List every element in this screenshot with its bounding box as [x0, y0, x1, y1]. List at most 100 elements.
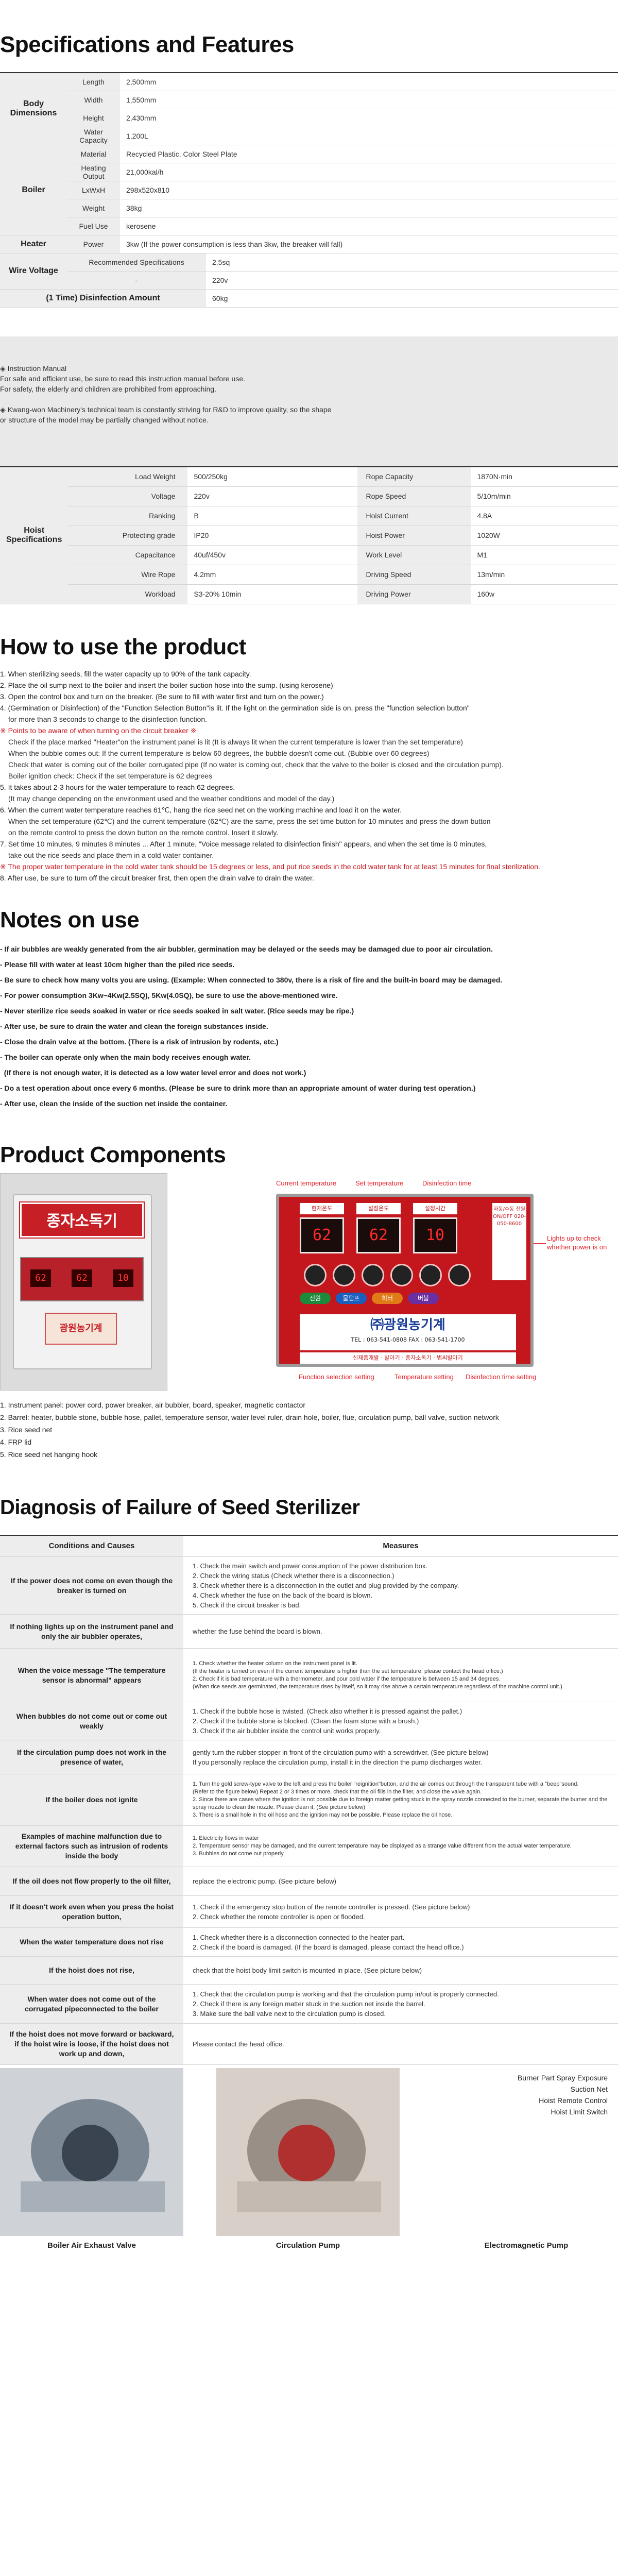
- note-item: (If there is not enough water, it is det…: [0, 1068, 306, 1077]
- component-item: 2. Barrel: heater, bubble stone, bubble …: [0, 1413, 499, 1421]
- diag-measure: Please contact the head office.: [183, 2023, 618, 2065]
- hoist-label: Voltage: [68, 486, 188, 506]
- note-item: - Be sure to check how many volts you ar…: [0, 975, 503, 984]
- spec-table: Body Dimensions Length 2,500mm Width 1,5…: [0, 72, 618, 253]
- howto-warning: Check that water is coming out of the bo…: [8, 760, 504, 769]
- boiler-label: Boiler: [0, 145, 67, 235]
- current-temp-display: 62: [300, 1217, 344, 1253]
- howto-warning: ※ The proper water temperature in the co…: [0, 862, 540, 871]
- howto-step: 3. Open the control box and turn on the …: [0, 692, 324, 701]
- spec-label: -: [67, 271, 206, 290]
- hoist-label: Ranking: [68, 506, 188, 526]
- function-button[interactable]: [304, 1263, 327, 1286]
- diag-condition: Examples of machine malfunction due to e…: [0, 1825, 183, 1867]
- diag-measure: 1. Check the main switch and power consu…: [183, 1556, 618, 1615]
- spec-label: Height: [67, 109, 120, 127]
- up-button[interactable]: [333, 1263, 355, 1286]
- display-digit: 62: [72, 1269, 92, 1287]
- spec-label: Length: [67, 73, 120, 91]
- diag-measure: replace the electronic pump. (See pictur…: [183, 1867, 618, 1896]
- diag-condition: If the hoist does not rise,: [0, 1956, 183, 1985]
- spec-value: Recycled Plastic, Color Steel Plate: [120, 145, 618, 163]
- hoist-label: Rope Capacity: [357, 467, 471, 487]
- down-button[interactable]: [390, 1263, 413, 1286]
- notes-list: - If air bubbles are weakly generated fr…: [0, 938, 618, 1111]
- notice-line: For safety, the elderly and children are…: [0, 385, 216, 393]
- panel-logo-text: ㈜광원농기계: [370, 1317, 445, 1333]
- diag-condition: If the hoist does not move forward or ba…: [0, 2023, 183, 2065]
- time-display: 10: [413, 1217, 457, 1253]
- part-item: Suction Net: [570, 2085, 608, 2093]
- hoist-label: Hoist Power: [357, 526, 471, 546]
- spec-label: Width: [67, 91, 120, 109]
- ann-set-temp: Set temperature: [355, 1179, 404, 1187]
- hoist-spec-label: Hoist Specifications: [0, 467, 68, 604]
- hoist-label: Driving Power: [357, 584, 471, 604]
- bottom-photos: Boiler Air Exhaust Valve Circulation Pum…: [0, 2068, 618, 2255]
- note-item: - If air bubbles are weakly generated fr…: [0, 944, 493, 953]
- notice-line: ◈ Kwang-won Machinery's technical team i…: [0, 405, 332, 414]
- note-item: - After use, be sure to drain the water …: [0, 1022, 268, 1030]
- set-button[interactable]: [448, 1263, 471, 1286]
- diag-measure: 1. Check whether there is a disconnectio…: [183, 1927, 618, 1957]
- spec-value: 2,430mm: [120, 109, 618, 127]
- spec-label: Heating Output: [67, 163, 120, 181]
- wire-table: Wire Voltage Recommended Specifications …: [0, 253, 618, 308]
- panel-label: 설정온도: [356, 1202, 401, 1214]
- spec-label: Material: [67, 145, 120, 163]
- spec-value: 3kw (If the power consumption is less th…: [120, 235, 618, 253]
- spec-value: 1,550mm: [120, 91, 618, 109]
- component-item: 3. Rice seed net: [0, 1425, 53, 1434]
- spec-value: 1,200L: [120, 127, 618, 145]
- howto-step: 6. When the current water temperature re…: [0, 805, 402, 814]
- diag-condition: If the circulation pump does not work in…: [0, 1740, 183, 1774]
- note-item: - Do a test operation about once every 6…: [0, 1083, 476, 1092]
- components-title: Product Components: [0, 1142, 226, 1167]
- diag-measure: 1. Check whether the heater column on th…: [183, 1648, 618, 1702]
- boiler-valve-photo: [0, 2068, 183, 2236]
- hoist-label: Load Weight: [68, 467, 188, 487]
- note-item: - For power consumption 3Kw~4Kw(2.5SQ), …: [0, 991, 338, 999]
- hoist-value: 500/250kg: [187, 467, 358, 487]
- machine-control-box: 62 62 10: [20, 1257, 144, 1301]
- hoist-value: 40uf/450v: [187, 545, 358, 565]
- spec-value: 2.5sq: [206, 253, 618, 272]
- spec-title: Specifications and Features: [0, 32, 294, 57]
- diag-measure: whether the fuse behind the board is blo…: [183, 1614, 618, 1649]
- howto-warning: Check if the place marked "Heater"on the…: [8, 737, 464, 746]
- diag-condition: When bubbles do not come out or come out…: [0, 1702, 183, 1740]
- diag-measure: check that the hoist body limit switch i…: [183, 1956, 618, 1985]
- control-panel: 현재온도 설정온도 설정시간 62 62 10 자동/수동 전원 ON/OFF …: [276, 1193, 534, 1367]
- component-item: 1. Instrument panel: power cord, power b…: [0, 1400, 305, 1409]
- time-button[interactable]: [419, 1263, 442, 1286]
- circulation-pump-photo: [216, 2068, 400, 2236]
- panel-logo-sub: TEL : 063-541-0808 FAX : 063-541-1700: [351, 1336, 465, 1343]
- hoist-label: Driving Speed: [357, 565, 471, 585]
- howto-step: 2. Place the oil sump next to the boiler…: [0, 681, 333, 689]
- diag-measure: 1. Turn the gold screw-type valve to the…: [183, 1774, 618, 1826]
- diag-condition: When the water temperature does not rise: [0, 1927, 183, 1957]
- hoist-value: M1: [471, 545, 618, 565]
- status-pill: 전원: [300, 1292, 331, 1304]
- display-digit: 10: [113, 1269, 133, 1287]
- diagnosis-table: Conditions and Causes Measures If the po…: [0, 1534, 618, 2065]
- note-item: - The boiler can operate only when the m…: [0, 1053, 251, 1061]
- howto-step: (It may change depending on the environm…: [8, 794, 335, 803]
- heater-label: Heater: [0, 235, 67, 253]
- hoist-value: 220v: [187, 486, 358, 506]
- diag-measure: 1. Check that the circulation pump is wo…: [183, 1984, 618, 2024]
- note-item: - Close the drain valve at the bottom. (…: [0, 1037, 279, 1046]
- howto-title: How to use the product: [0, 634, 246, 659]
- spec-label: Water Capacity: [67, 127, 120, 145]
- temp-button[interactable]: [362, 1263, 384, 1286]
- hoist-value: 4.8A: [471, 506, 618, 526]
- howto-step: 5. It takes about 2-3 hours for the wate…: [0, 783, 235, 791]
- hoist-value: IP20: [187, 526, 358, 546]
- spec-value: 298x520x810: [120, 181, 618, 199]
- howto-warning: Boiler ignition check: Check if the set …: [8, 771, 213, 780]
- panel-bottom-bar: 신제품개발 · 발아기 · 종자소독기 · 볍씨발아기: [300, 1352, 516, 1364]
- howto-step: on the remote control to press the down …: [8, 828, 279, 837]
- photo-caption: Circulation Pump: [276, 2241, 340, 2250]
- machine-sign: 종자소독기: [19, 1201, 145, 1239]
- diag-condition: If the boiler does not ignite: [0, 1774, 183, 1826]
